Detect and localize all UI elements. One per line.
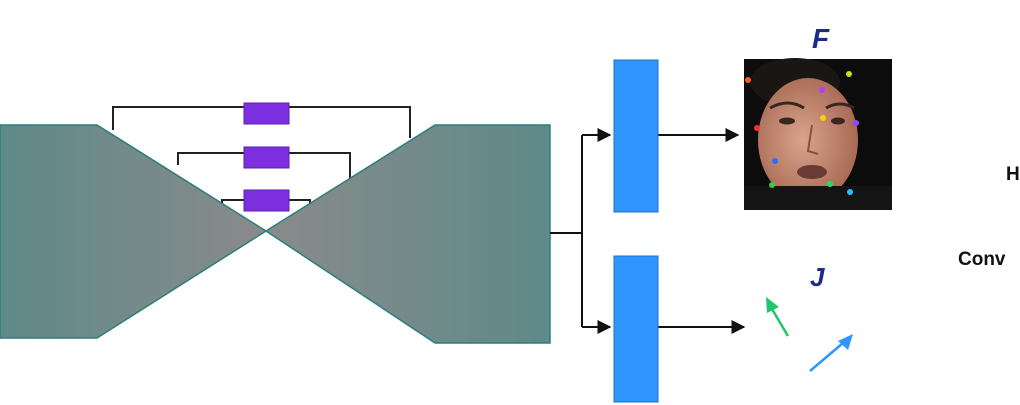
- skip-block-middle: [243, 146, 290, 169]
- hourglass-decoder: [264, 124, 551, 344]
- skip-block-outer: [243, 102, 290, 125]
- hourglass-encoder: [0, 124, 268, 339]
- legend-h-partial: H: [1006, 164, 1020, 185]
- green-vector-arrow-icon: [766, 297, 790, 337]
- head-block-top: [613, 59, 659, 213]
- face-photo-with-landmarks: [744, 58, 892, 210]
- blue-vector-arrow-icon: [809, 334, 853, 372]
- legend-conv-partial: Conv: [958, 249, 1006, 270]
- label-face-heatmap: F: [812, 23, 830, 54]
- skip-block-inner: [243, 189, 290, 212]
- branch-connectors: [550, 128, 746, 334]
- label-joint-vectors: J: [810, 262, 825, 292]
- head-block-bottom: [613, 255, 659, 403]
